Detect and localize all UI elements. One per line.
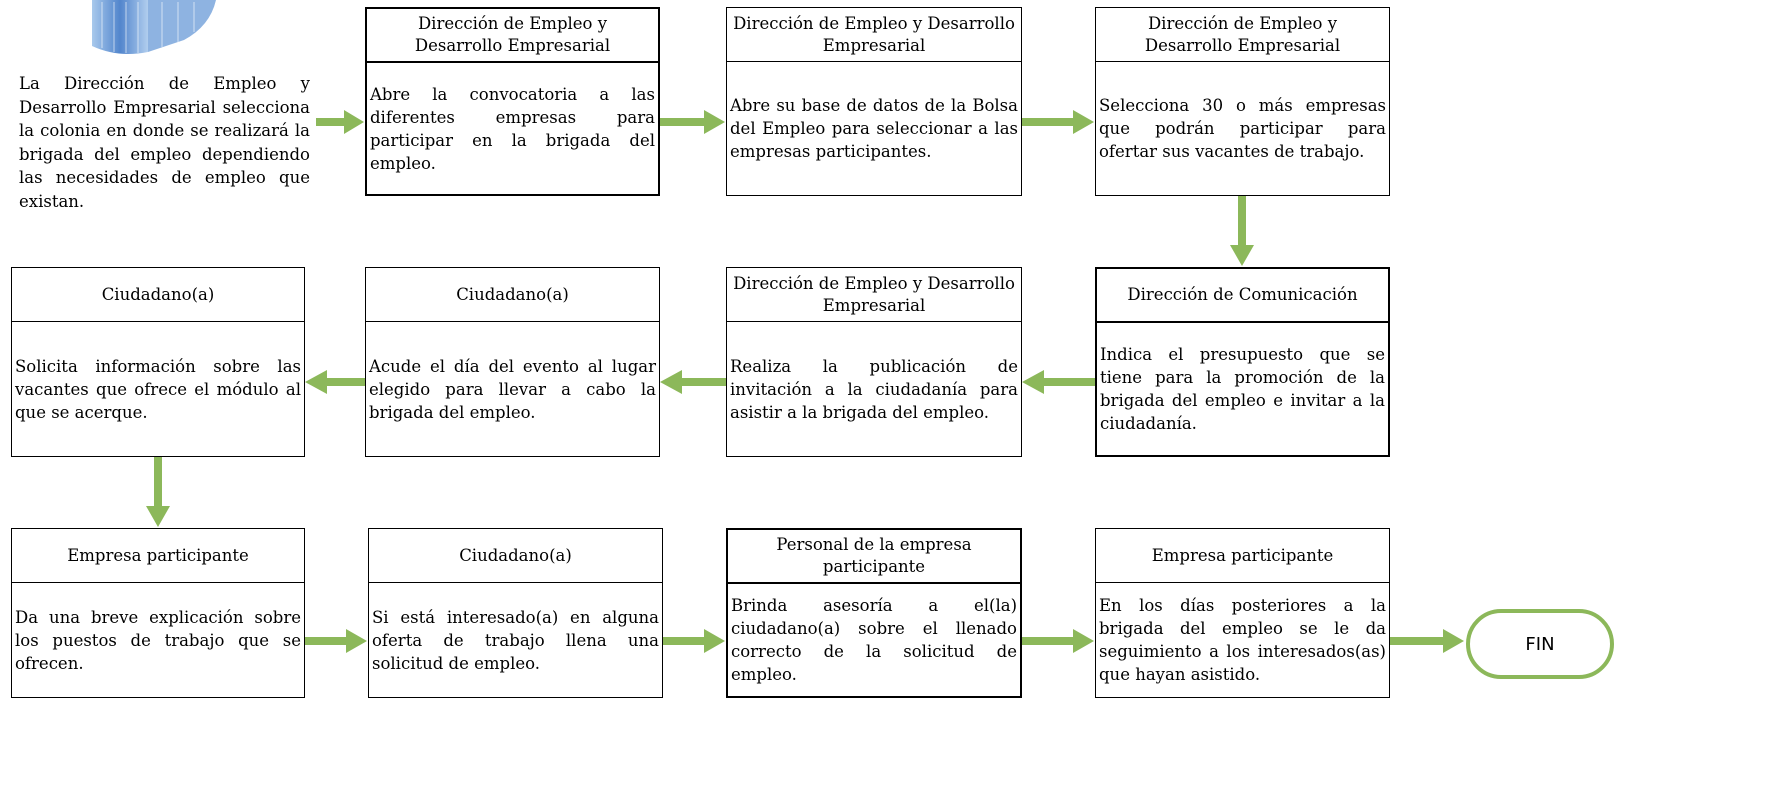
arrow-right-icon xyxy=(663,629,725,653)
step-actor: Dirección de Empleo y Desarrollo Empresa… xyxy=(727,8,1021,62)
step-description: Realiza la publicación de invitación a l… xyxy=(730,356,1018,422)
step-description: Indica el presupuesto que se tiene para … xyxy=(1100,345,1385,433)
intro-text: La Dirección de Empleo y Desarrollo Empr… xyxy=(19,74,310,211)
step-actor: Ciudadano(a) xyxy=(12,268,304,322)
arrow-down-icon xyxy=(146,457,170,527)
step-description: En los días posteriores a la brigada del… xyxy=(1099,596,1386,684)
step-actor: Dirección de Comunicación xyxy=(1097,269,1388,323)
step-description: Acude el día del evento al lugar elegido… xyxy=(369,356,656,422)
end-terminator: FIN xyxy=(1466,609,1614,679)
step-actor: Dirección de Empleo y Desarrollo Empresa… xyxy=(1096,8,1389,62)
step-actor: Ciudadano(a) xyxy=(369,529,662,583)
arrow-right-icon xyxy=(1022,629,1094,653)
step-description: Selecciona 30 o más empresas que podrán … xyxy=(1099,96,1386,161)
step-description: Si está interesado(a) en alguna oferta d… xyxy=(372,607,659,673)
arrow-right-icon xyxy=(660,110,725,134)
step-description: Abre su base de datos de la Bolsa del Em… xyxy=(730,96,1018,161)
step-description: Solicita información sobre las vacantes … xyxy=(15,356,301,422)
step-box-8: Empresa participante Da una breve explic… xyxy=(11,528,305,698)
step-actor: Dirección de Empleo y Desarrollo Empresa… xyxy=(727,268,1021,322)
step-description: Abre la convocatoria a las diferentes em… xyxy=(370,84,655,173)
step-box-4: Dirección de Comunicación Indica el pres… xyxy=(1095,267,1390,457)
arrow-right-icon xyxy=(305,629,367,653)
arrow-left-icon xyxy=(1022,370,1095,394)
building-illustration xyxy=(92,0,216,54)
step-description: Brinda asesoría a el(la) ciudadano(a) so… xyxy=(731,596,1017,684)
arrow-left-icon xyxy=(305,370,365,394)
step-actor: Personal de la empresa participante xyxy=(728,530,1020,584)
step-box-2: Dirección de Empleo y Desarrollo Empresa… xyxy=(726,7,1022,196)
step-description: Da una breve explicación sobre los puest… xyxy=(15,607,301,673)
step-box-6: Ciudadano(a) Acude el día del evento al … xyxy=(365,267,660,457)
step-box-9: Ciudadano(a) Si está interesado(a) en al… xyxy=(368,528,663,698)
arrow-right-icon xyxy=(1022,110,1094,134)
step-actor: Dirección de Empleo y Desarrollo Empresa… xyxy=(367,9,658,63)
step-actor: Ciudadano(a) xyxy=(366,268,659,322)
step-actor: Empresa participante xyxy=(1096,529,1389,583)
step-box-7: Ciudadano(a) Solicita información sobre … xyxy=(11,267,305,457)
arrow-left-icon xyxy=(660,370,726,394)
step-box-1: Dirección de Empleo y Desarrollo Empresa… xyxy=(365,7,660,196)
arrow-down-icon xyxy=(1230,196,1254,266)
step-box-5: Dirección de Empleo y Desarrollo Empresa… xyxy=(726,267,1022,457)
step-box-11: Empresa participante En los días posteri… xyxy=(1095,528,1390,698)
step-box-10: Personal de la empresa participante Brin… xyxy=(726,528,1022,698)
step-actor: Empresa participante xyxy=(12,529,304,583)
step-box-3: Dirección de Empleo y Desarrollo Empresa… xyxy=(1095,7,1390,196)
arrow-right-icon xyxy=(316,110,364,134)
arrow-right-icon xyxy=(1390,629,1464,653)
